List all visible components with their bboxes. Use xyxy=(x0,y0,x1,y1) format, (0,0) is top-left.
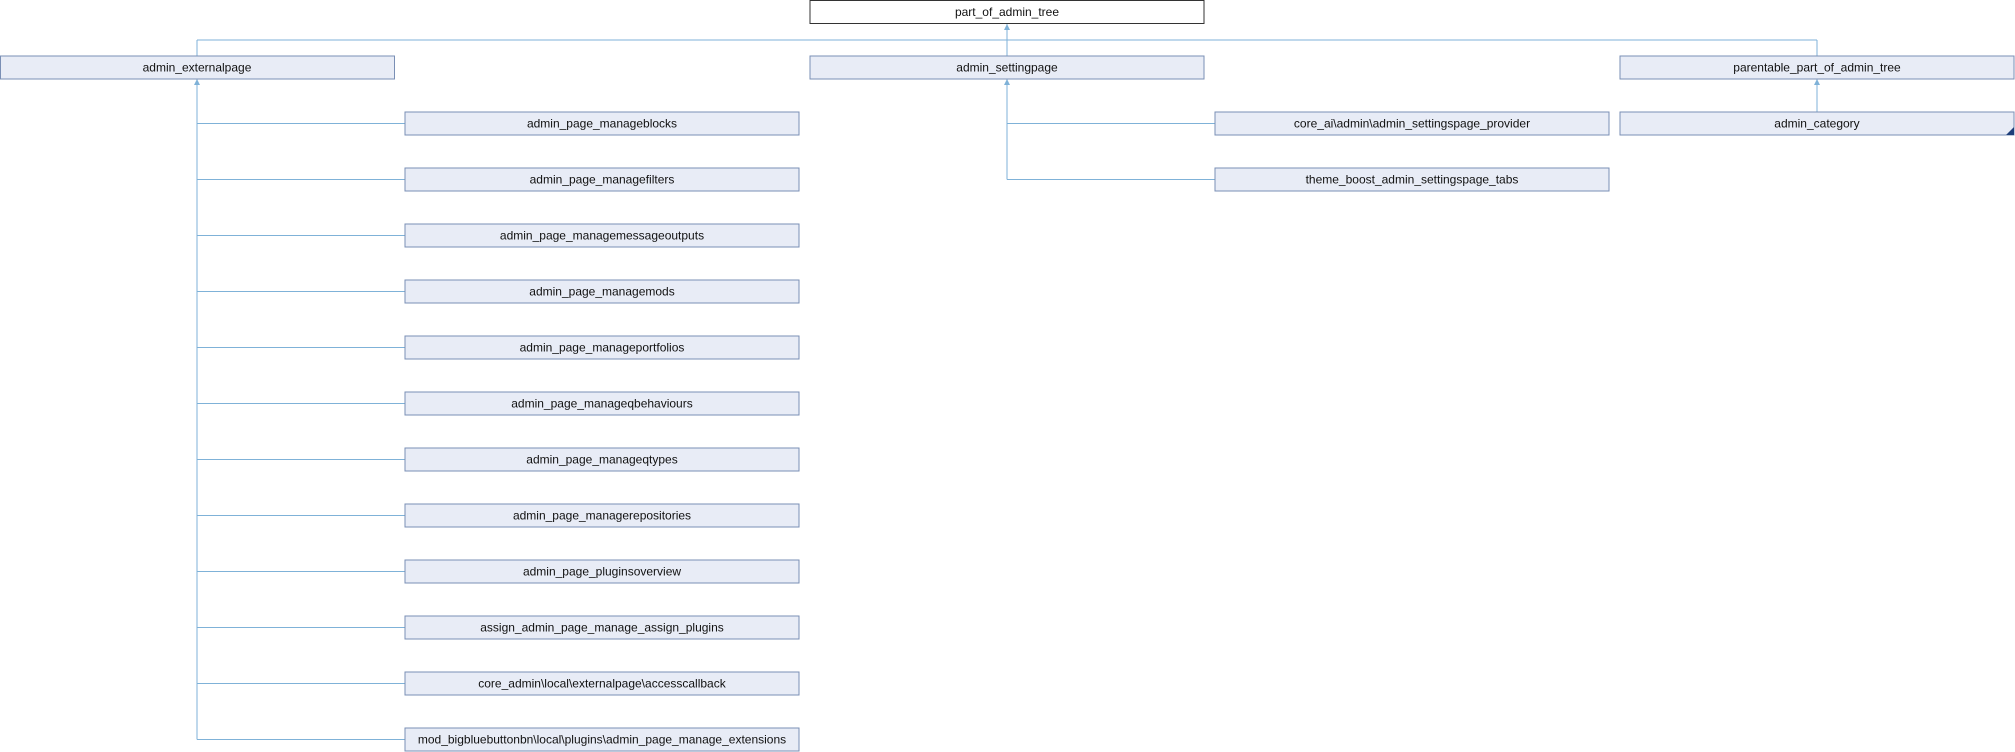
node-admin-page-managefilters[interactable]: admin_page_managefilters xyxy=(404,167,800,192)
node-admin-settingpage[interactable]: admin_settingpage xyxy=(809,55,1205,80)
node-label: admin_page_manageblocks xyxy=(527,117,677,131)
node-label: admin_page_manageqbehaviours xyxy=(511,397,692,411)
node-admin-page-manageportfolios[interactable]: admin_page_manageportfolios xyxy=(404,335,800,360)
node-core-admin-externalpage-accesscallback[interactable]: core_admin\local\externalpage\accesscall… xyxy=(404,671,800,696)
node-admin-page-managemods[interactable]: admin_page_managemods xyxy=(404,279,800,304)
node-label: admin_page_pluginsoverview xyxy=(523,565,681,579)
arrowhead-parentable xyxy=(1814,79,1820,85)
inheritance-edges xyxy=(194,24,1820,740)
node-label: admin_page_manageportfolios xyxy=(520,341,685,355)
node-label: assign_admin_page_manage_assign_plugins xyxy=(480,621,724,635)
node-label: admin_page_managemessageoutputs xyxy=(500,229,704,243)
node-label: admin_page_managerepositories xyxy=(513,509,691,523)
node-label: theme_boost_admin_settingspage_tabs xyxy=(1306,173,1519,187)
node-admin-page-manageblocks[interactable]: admin_page_manageblocks xyxy=(404,111,800,136)
node-label: admin_category xyxy=(1774,117,1859,131)
node-admin-externalpage[interactable]: admin_externalpage xyxy=(0,55,395,80)
node-assign-admin-page-manage-assign-plugins[interactable]: assign_admin_page_manage_assign_plugins xyxy=(404,615,800,640)
arrowhead-externalpage xyxy=(194,79,200,85)
arrowhead-settingpage xyxy=(1004,79,1010,85)
corner-marker-icon xyxy=(2006,127,2014,135)
node-label: admin_page_managemods xyxy=(529,285,674,299)
node-label: admin_externalpage xyxy=(143,61,252,75)
node-admin-page-managemessageoutputs[interactable]: admin_page_managemessageoutputs xyxy=(404,223,800,248)
node-core-ai-admin-settingspage-provider[interactable]: core_ai\admin\admin_settingspage_provide… xyxy=(1214,111,1610,136)
node-part-of-admin-tree[interactable]: part_of_admin_tree xyxy=(809,0,1205,24)
node-admin-page-manageqbehaviours[interactable]: admin_page_manageqbehaviours xyxy=(404,391,800,416)
node-mod-bigbluebuttonbn-admin-page-manage-extensions[interactable]: mod_bigbluebuttonbn\local\plugins\admin_… xyxy=(404,727,800,752)
node-admin-category[interactable]: admin_category xyxy=(1619,111,2015,136)
arrowhead-root xyxy=(1004,24,1010,30)
node-label: admin_page_managefilters xyxy=(530,173,675,187)
node-parentable-part-of-admin-tree[interactable]: parentable_part_of_admin_tree xyxy=(1619,55,2015,80)
node-label: core_admin\local\externalpage\accesscall… xyxy=(478,677,726,691)
node-label: admin_page_manageqtypes xyxy=(526,453,677,467)
node-theme-boost-admin-settingspage-tabs[interactable]: theme_boost_admin_settingspage_tabs xyxy=(1214,167,1610,192)
node-admin-page-manageqtypes[interactable]: admin_page_manageqtypes xyxy=(404,447,800,472)
node-admin-page-managerepositories[interactable]: admin_page_managerepositories xyxy=(404,503,800,528)
node-label: mod_bigbluebuttonbn\local\plugins\admin_… xyxy=(418,733,786,747)
node-label: admin_settingpage xyxy=(956,61,1058,75)
node-admin-page-pluginsoverview[interactable]: admin_page_pluginsoverview xyxy=(404,559,800,584)
node-label: parentable_part_of_admin_tree xyxy=(1733,61,1901,75)
node-label: core_ai\admin\admin_settingspage_provide… xyxy=(1294,117,1530,131)
node-label: part_of_admin_tree xyxy=(955,5,1059,19)
